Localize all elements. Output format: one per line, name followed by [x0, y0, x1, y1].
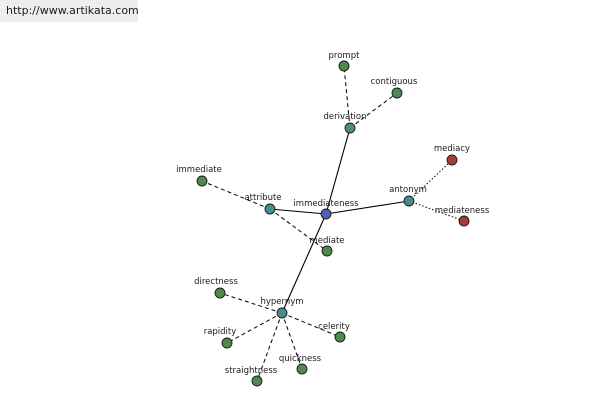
label-immediate[interactable]: immediate: [176, 165, 222, 175]
label-derivation[interactable]: derivation: [323, 112, 366, 122]
edge-attribute-mediate: [269, 208, 328, 252]
node-immediateness[interactable]: [320, 208, 332, 220]
labels-layer: immediateness derivation attribute antonym h…: [176, 51, 490, 376]
edge-antonym-mediateness: [408, 200, 465, 222]
node-celerity[interactable]: [334, 331, 346, 343]
label-quickness[interactable]: quickness: [279, 354, 322, 364]
label-mediacy[interactable]: mediacy: [434, 144, 470, 154]
label-hypernym[interactable]: hypernym: [260, 297, 303, 307]
node-directness[interactable]: [214, 287, 226, 299]
label-directness[interactable]: directness: [194, 277, 238, 287]
url-banner[interactable]: http://www.artikata.com: [0, 0, 139, 22]
edge-attribute-immediate: [201, 180, 271, 210]
edge-hypernym-directness: [219, 292, 283, 314]
node-prompt[interactable]: [338, 60, 350, 72]
node-straightness[interactable]: [251, 375, 263, 387]
edge-hypernym-celerity: [281, 312, 341, 338]
label-antonym[interactable]: antonym: [389, 185, 427, 195]
node-mediateness[interactable]: [458, 215, 470, 227]
node-rapidity[interactable]: [221, 337, 233, 349]
node-antonym[interactable]: [403, 195, 415, 207]
edge-antonym-mediacy: [408, 159, 453, 202]
label-contiguous[interactable]: contiguous: [371, 77, 418, 87]
edge-derivation-prompt: [343, 65, 351, 129]
node-attribute[interactable]: [264, 203, 276, 215]
node-mediate[interactable]: [321, 245, 333, 257]
edge-immediateness-derivation: [325, 127, 351, 215]
node-immediate[interactable]: [196, 175, 208, 187]
node-contiguous[interactable]: [391, 87, 403, 99]
site-url[interactable]: http://www.artikata.com: [6, 4, 139, 17]
edge-hypernym-quickness: [281, 312, 303, 370]
edge-hypernym-straightness: [256, 312, 283, 382]
label-celerity[interactable]: celerity: [318, 322, 350, 332]
node-hypernym[interactable]: [276, 307, 288, 319]
label-mediate[interactable]: mediate: [309, 236, 344, 246]
edges-layer: [201, 65, 465, 382]
edge-hypernym-rapidity: [226, 312, 283, 344]
edge-immediateness-attribute: [269, 208, 327, 215]
edge-derivation-contiguous: [349, 92, 398, 129]
label-mediateness[interactable]: mediateness: [435, 206, 490, 216]
nodes-layer: [196, 60, 470, 387]
label-straightness[interactable]: straightness: [225, 366, 278, 376]
label-prompt[interactable]: prompt: [329, 51, 361, 61]
edge-immediateness-hypernym: [281, 213, 327, 314]
node-mediacy[interactable]: [446, 154, 458, 166]
label-rapidity[interactable]: rapidity: [204, 327, 237, 337]
label-attribute[interactable]: attribute: [244, 193, 281, 203]
label-immediateness[interactable]: immediateness: [293, 199, 359, 209]
edge-immediateness-antonym: [325, 200, 410, 215]
node-derivation[interactable]: [344, 122, 356, 134]
node-quickness[interactable]: [296, 363, 308, 375]
